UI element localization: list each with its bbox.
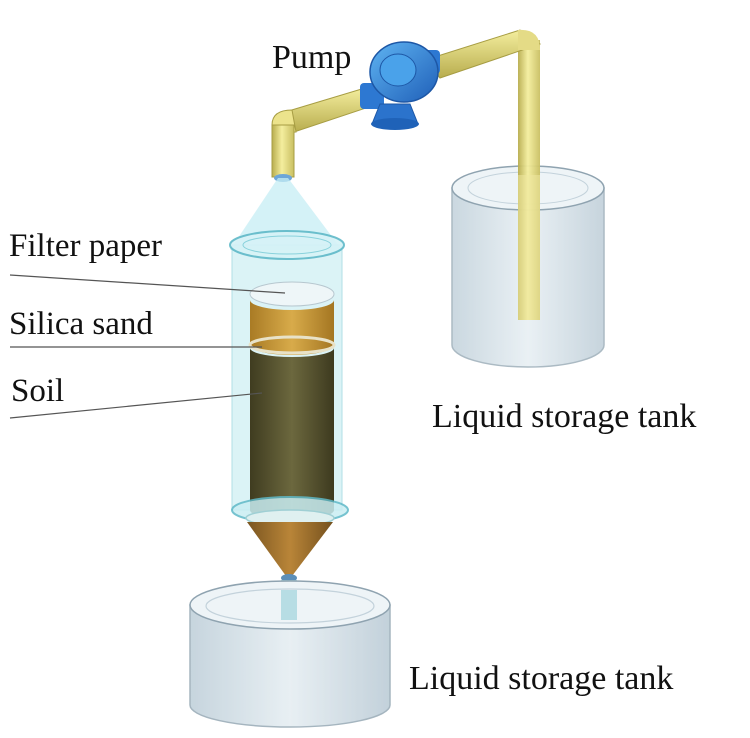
soil-label: Soil <box>11 373 65 409</box>
filter-paper-leader <box>9 274 286 294</box>
soil-column <box>229 178 349 618</box>
silica-sand-label: Silica sand <box>9 306 153 342</box>
right-tank-label: Liquid storage tank <box>432 398 697 435</box>
leader-lines <box>9 274 286 419</box>
bottom-tank-label: Liquid storage tank <box>409 660 674 697</box>
bottom-liquid-storage-tank <box>189 580 391 728</box>
pipe-right-riser <box>518 40 540 320</box>
filter-paper-label: Filter paper <box>9 228 163 264</box>
pump <box>360 41 440 130</box>
pipe-lower <box>271 87 373 182</box>
pipe-top <box>424 29 542 79</box>
pump-label: Pump <box>272 39 352 76</box>
soil-leader <box>9 392 263 419</box>
